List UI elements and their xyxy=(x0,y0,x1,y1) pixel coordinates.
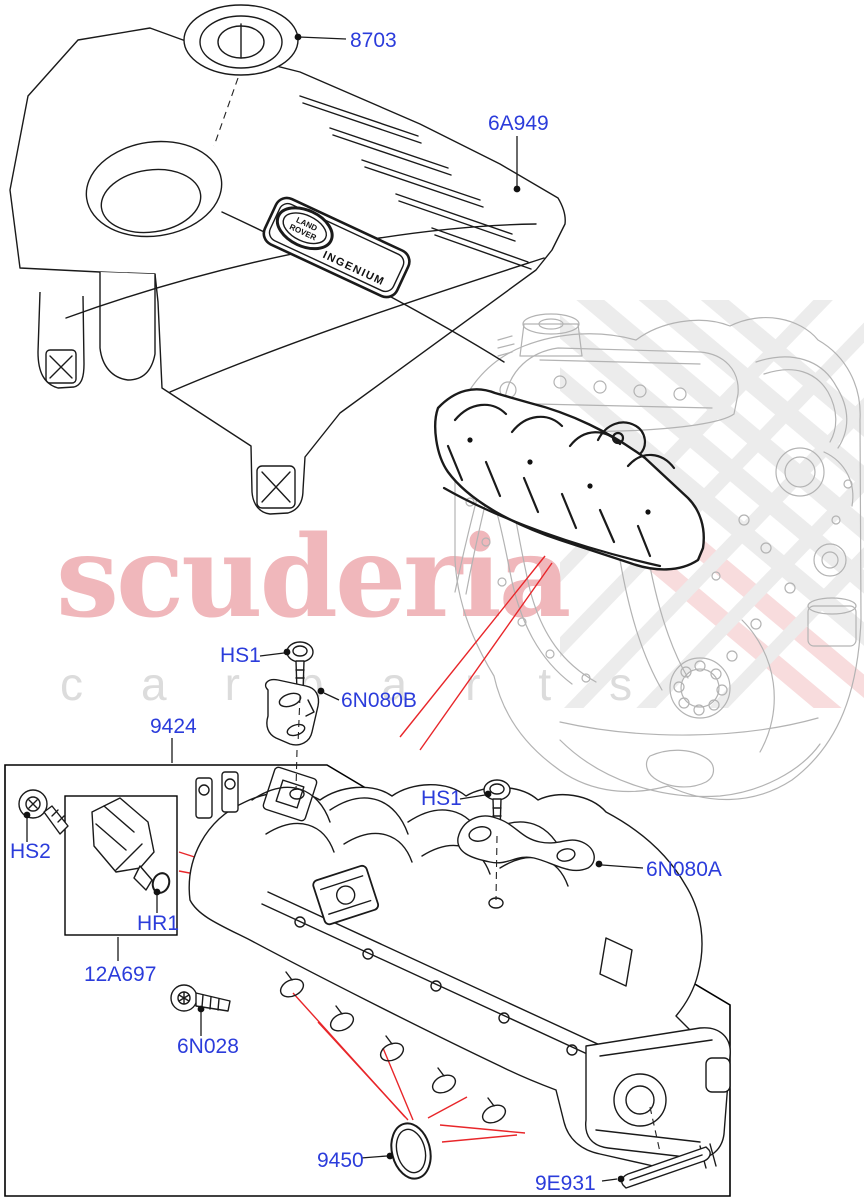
sensor-sub-box xyxy=(64,795,178,936)
bolt-hs2 xyxy=(18,789,69,835)
screw-6n028-art xyxy=(170,984,231,1012)
part-label-9450[interactable]: 9450 xyxy=(317,1149,364,1172)
part-label-6a949[interactable]: 6A949 xyxy=(488,112,549,135)
oring-hr1-art xyxy=(151,872,171,894)
part-label-hr1[interactable]: HR1 xyxy=(137,912,179,935)
part-label-8703[interactable]: 8703 xyxy=(350,29,397,52)
watermark-sub-text: carparts xyxy=(60,658,690,710)
assembly-box xyxy=(4,764,731,1197)
part-label-9e931[interactable]: 9E931 xyxy=(535,1172,596,1195)
cover-badge: LAND ROVER INGENIUM xyxy=(262,196,411,299)
manifold-actuator-art xyxy=(312,864,380,926)
part-label-12a697[interactable]: 12A697 xyxy=(84,963,156,986)
sensor-12a697-art xyxy=(91,797,171,894)
bolt-hs1-left xyxy=(286,641,314,693)
part-label-hs1-right[interactable]: HS1 xyxy=(421,787,462,810)
part-label-6n028[interactable]: 6N028 xyxy=(177,1035,239,1058)
bracket-6n080a-art xyxy=(457,815,595,872)
engine-cover-art: LAND ROVER INGENIUM xyxy=(9,4,566,515)
part-label-6n080b[interactable]: 6N080B xyxy=(341,689,417,712)
cover-ribs xyxy=(299,95,532,270)
watermark-stripe-logo xyxy=(560,300,864,708)
manifold-exploded-art xyxy=(188,766,731,1170)
manifold-installed-art xyxy=(434,388,705,571)
part-labels: 8703 6A949 HS1 6N080B 9424 HS2 HR1 12A69… xyxy=(10,29,722,1195)
part-label-9424[interactable]: 9424 xyxy=(150,715,197,738)
part-label-6n080a[interactable]: 6N080A xyxy=(646,858,722,881)
gasket-9450-art xyxy=(390,1122,432,1180)
bracket-6n080b-art xyxy=(264,678,320,746)
oil-cap-art xyxy=(183,4,299,76)
part-label-hs2[interactable]: HS2 xyxy=(10,840,51,863)
watermark: scuderia carparts xyxy=(56,300,864,710)
watermark-brand-text: scuderia xyxy=(56,512,569,643)
callout-leaders xyxy=(23,33,644,1183)
part-label-hs1-left[interactable]: HS1 xyxy=(220,644,261,667)
